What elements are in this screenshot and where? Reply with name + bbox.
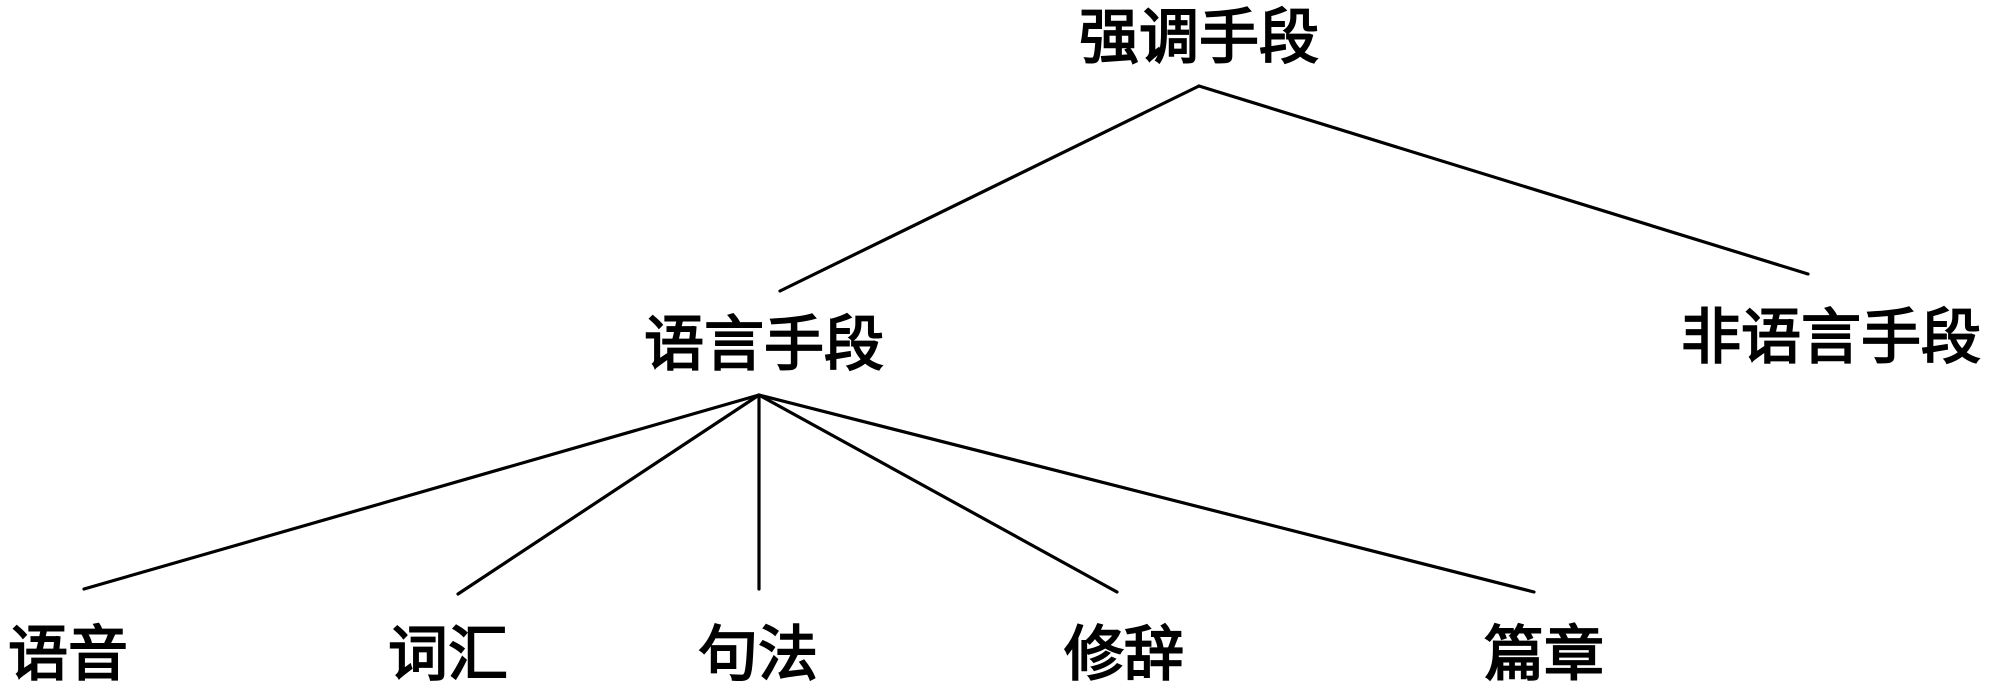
node-root: 强调手段: [1079, 3, 1319, 73]
node-phonetics: 语音: [8, 620, 128, 690]
node-rhetoric: 修辞: [1064, 620, 1184, 690]
node-language-means: 语言手段: [644, 310, 884, 380]
edge-language-to-discourse: [757, 393, 1536, 594]
node-discourse: 篇章: [1484, 620, 1604, 690]
edge-root-to-language-means: [778, 84, 1201, 293]
edge-language-to-phonetics: [82, 393, 761, 591]
edge-root-to-nonlanguage-means: [1197, 84, 1810, 276]
edge-language-to-vocabulary: [456, 393, 761, 596]
edge-language-to-rhetoric: [757, 393, 1119, 594]
node-nonlanguage-means: 非语言手段: [1681, 303, 1981, 373]
node-syntax: 句法: [698, 620, 818, 690]
node-vocabulary: 词汇: [388, 620, 508, 690]
